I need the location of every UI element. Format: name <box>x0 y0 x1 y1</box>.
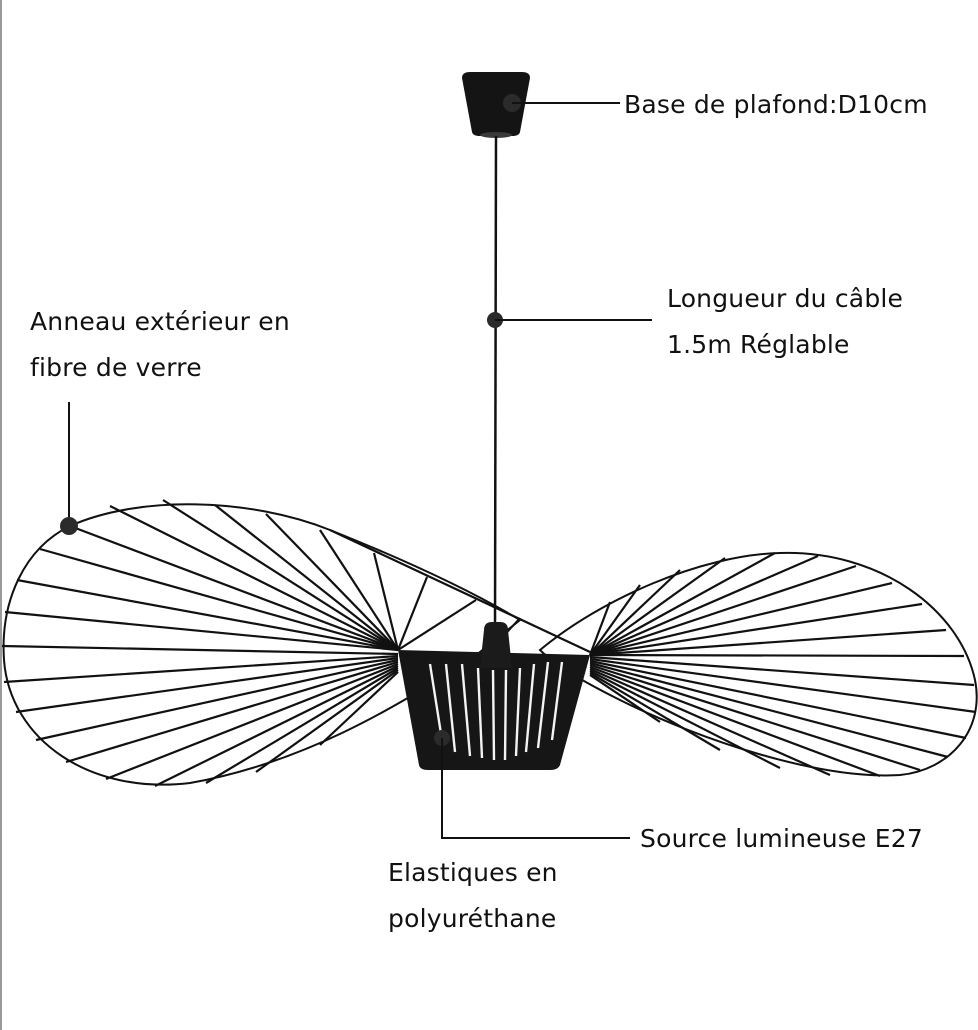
label-ceiling-base-line-1: Base de plafond:D10cm <box>624 90 928 119</box>
right-wing-rim <box>538 551 978 777</box>
label-ceiling-base: Base de plafond:D10cm <box>624 82 928 128</box>
left-edge-border <box>0 0 2 1030</box>
label-light-source: Source lumineuse E27 <box>640 816 923 862</box>
ceiling-canopy <box>462 72 530 138</box>
cable <box>493 135 498 629</box>
label-cable-length-line-1: Longueur du câble <box>667 284 904 313</box>
label-elastics: Elastiques en polyuréthane <box>388 850 558 942</box>
label-elastics-line-2: polyuréthane <box>388 904 557 933</box>
callout-outer-ring-leader <box>60 402 78 535</box>
label-cable-length-line-2: 1.5m Réglable <box>667 330 850 359</box>
label-elastics-line-1: Elastiques en <box>388 858 558 887</box>
label-outer-ring-line-1: Anneau extérieur en <box>30 307 290 336</box>
label-outer-ring: Anneau extérieur en fibre de verre <box>30 299 290 391</box>
label-cable-length: Longueur du câble 1.5m Réglable <box>667 276 903 368</box>
center-basket <box>398 622 590 770</box>
callout-light-source-leader <box>434 730 630 839</box>
left-wing-rim <box>2 503 522 786</box>
left-wing-spokes <box>1 499 477 787</box>
right-wing-spokes <box>588 552 977 778</box>
callout-cable-leader <box>487 312 652 328</box>
label-light-source-line-1: Source lumineuse E27 <box>640 824 923 853</box>
label-outer-ring-line-2: fibre de verre <box>30 353 202 382</box>
callout-ceiling-base-leader <box>503 94 620 112</box>
